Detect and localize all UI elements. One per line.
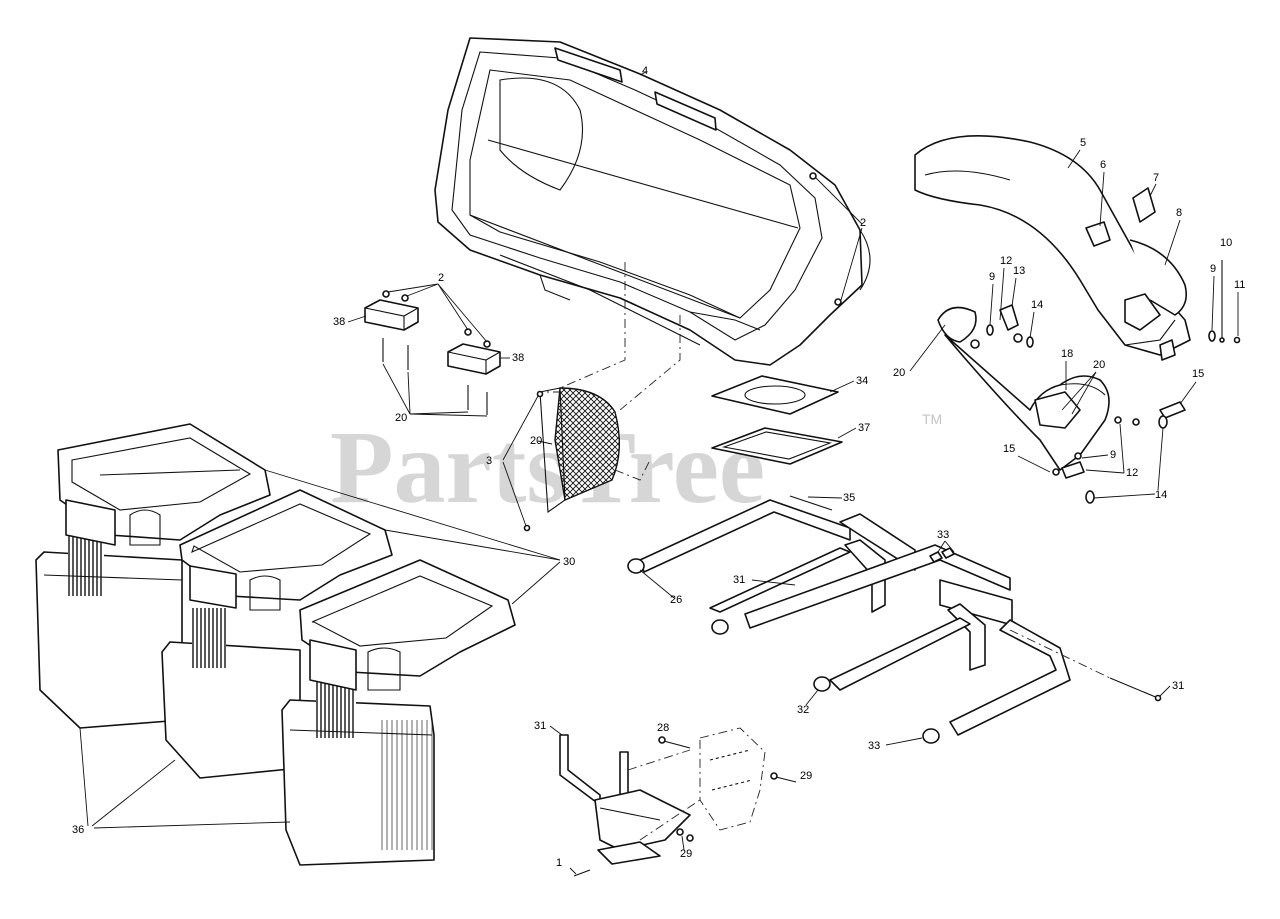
callout-29-lower: 29 [800, 770, 812, 782]
callout-14-upper: 14 [1031, 299, 1043, 311]
callout-5: 5 [1080, 137, 1086, 149]
part-9-10-11-pins [1208, 260, 1241, 344]
part-31-caps [627, 558, 940, 744]
part-18-deflector [937, 306, 1110, 471]
callout-38-left: 38 [333, 316, 345, 328]
part-29-bolts [658, 736, 797, 783]
callout-30: 1 [556, 857, 562, 869]
callout-18: 18 [1061, 348, 1073, 360]
callout-31-c: 33 [868, 740, 880, 752]
callout-9-right: 9 [1210, 263, 1216, 275]
callout-11: 11 [1234, 279, 1245, 291]
callout-2-lid: 2 [860, 217, 866, 229]
callout-3: 20 [530, 435, 542, 447]
callout-32: 31 [733, 574, 745, 586]
part-35-bag-frame-middle [179, 489, 393, 611]
part-35-bag-frame-right [299, 559, 516, 691]
callout-29-upper: 28 [657, 722, 669, 734]
callout-1: 29 [680, 848, 692, 860]
callout-6: 6 [1100, 159, 1106, 171]
part-28-support-rod [559, 734, 691, 865]
callout-7: 7 [1153, 172, 1159, 184]
callout-34: 34 [856, 375, 868, 387]
callout-15-right: 15 [1192, 368, 1204, 380]
callout-33-lower: 31 [1172, 680, 1184, 692]
callout-10: 10 [1220, 237, 1232, 249]
callout-20-screen: 3 [486, 455, 492, 467]
part-1-screws [676, 828, 694, 842]
part-3-screen [523, 387, 621, 532]
part-38-brackets [364, 290, 501, 415]
callout-12-upper: 12 [1000, 255, 1012, 267]
callout-26: 33 [937, 529, 949, 541]
callout-33-upper: 35 [843, 492, 855, 504]
part-5-chute [914, 135, 1191, 361]
part-34-gasket [711, 375, 839, 415]
part-2-screws-lid [809, 172, 842, 306]
callout-9-upper: 9 [989, 271, 995, 283]
part-32-frame [639, 499, 1071, 736]
callout-20-deflector-left: 20 [893, 367, 905, 379]
part-26-nuts [929, 547, 955, 563]
callout-20-deflector-right: 20 [1093, 359, 1105, 371]
callout-14-lower: 14 [1155, 489, 1167, 501]
callout-13: 13 [1013, 265, 1025, 277]
callout-38-right: 38 [512, 352, 524, 364]
part-33-rods [789, 495, 1162, 702]
callout-9-lower: 9 [1110, 449, 1116, 461]
callout-2-brackets: 2 [438, 272, 444, 284]
part-6-7-8-chute-hardware [1085, 187, 1188, 331]
part-37-gasket-frame [711, 427, 843, 465]
watermark-trademark: TM [922, 411, 942, 427]
part-4-bagger-lid [434, 37, 871, 366]
part-mount-plate [699, 727, 766, 831]
callout-15-left: 15 [1003, 443, 1015, 455]
callout-8: 8 [1176, 207, 1182, 219]
part-12-13-14-hinge-hardware [970, 304, 1034, 349]
part-36-bag-middle [161, 608, 301, 779]
callout-20-brackets: 20 [395, 412, 407, 424]
part-35-bag-frame-left [57, 423, 271, 546]
part-36-bag-right [281, 666, 435, 866]
callout-4: 4 [642, 65, 648, 77]
callout-35: 30 [563, 556, 575, 568]
part-36-bag-left [35, 536, 183, 729]
callout-28: 31 [534, 720, 546, 732]
callout-37: 37 [858, 422, 870, 434]
part-15-hinge-pins [1052, 401, 1186, 504]
callout-12-lower: 12 [1126, 467, 1138, 479]
callout-36: 36 [72, 824, 84, 836]
callout-31-b: 32 [797, 704, 809, 716]
